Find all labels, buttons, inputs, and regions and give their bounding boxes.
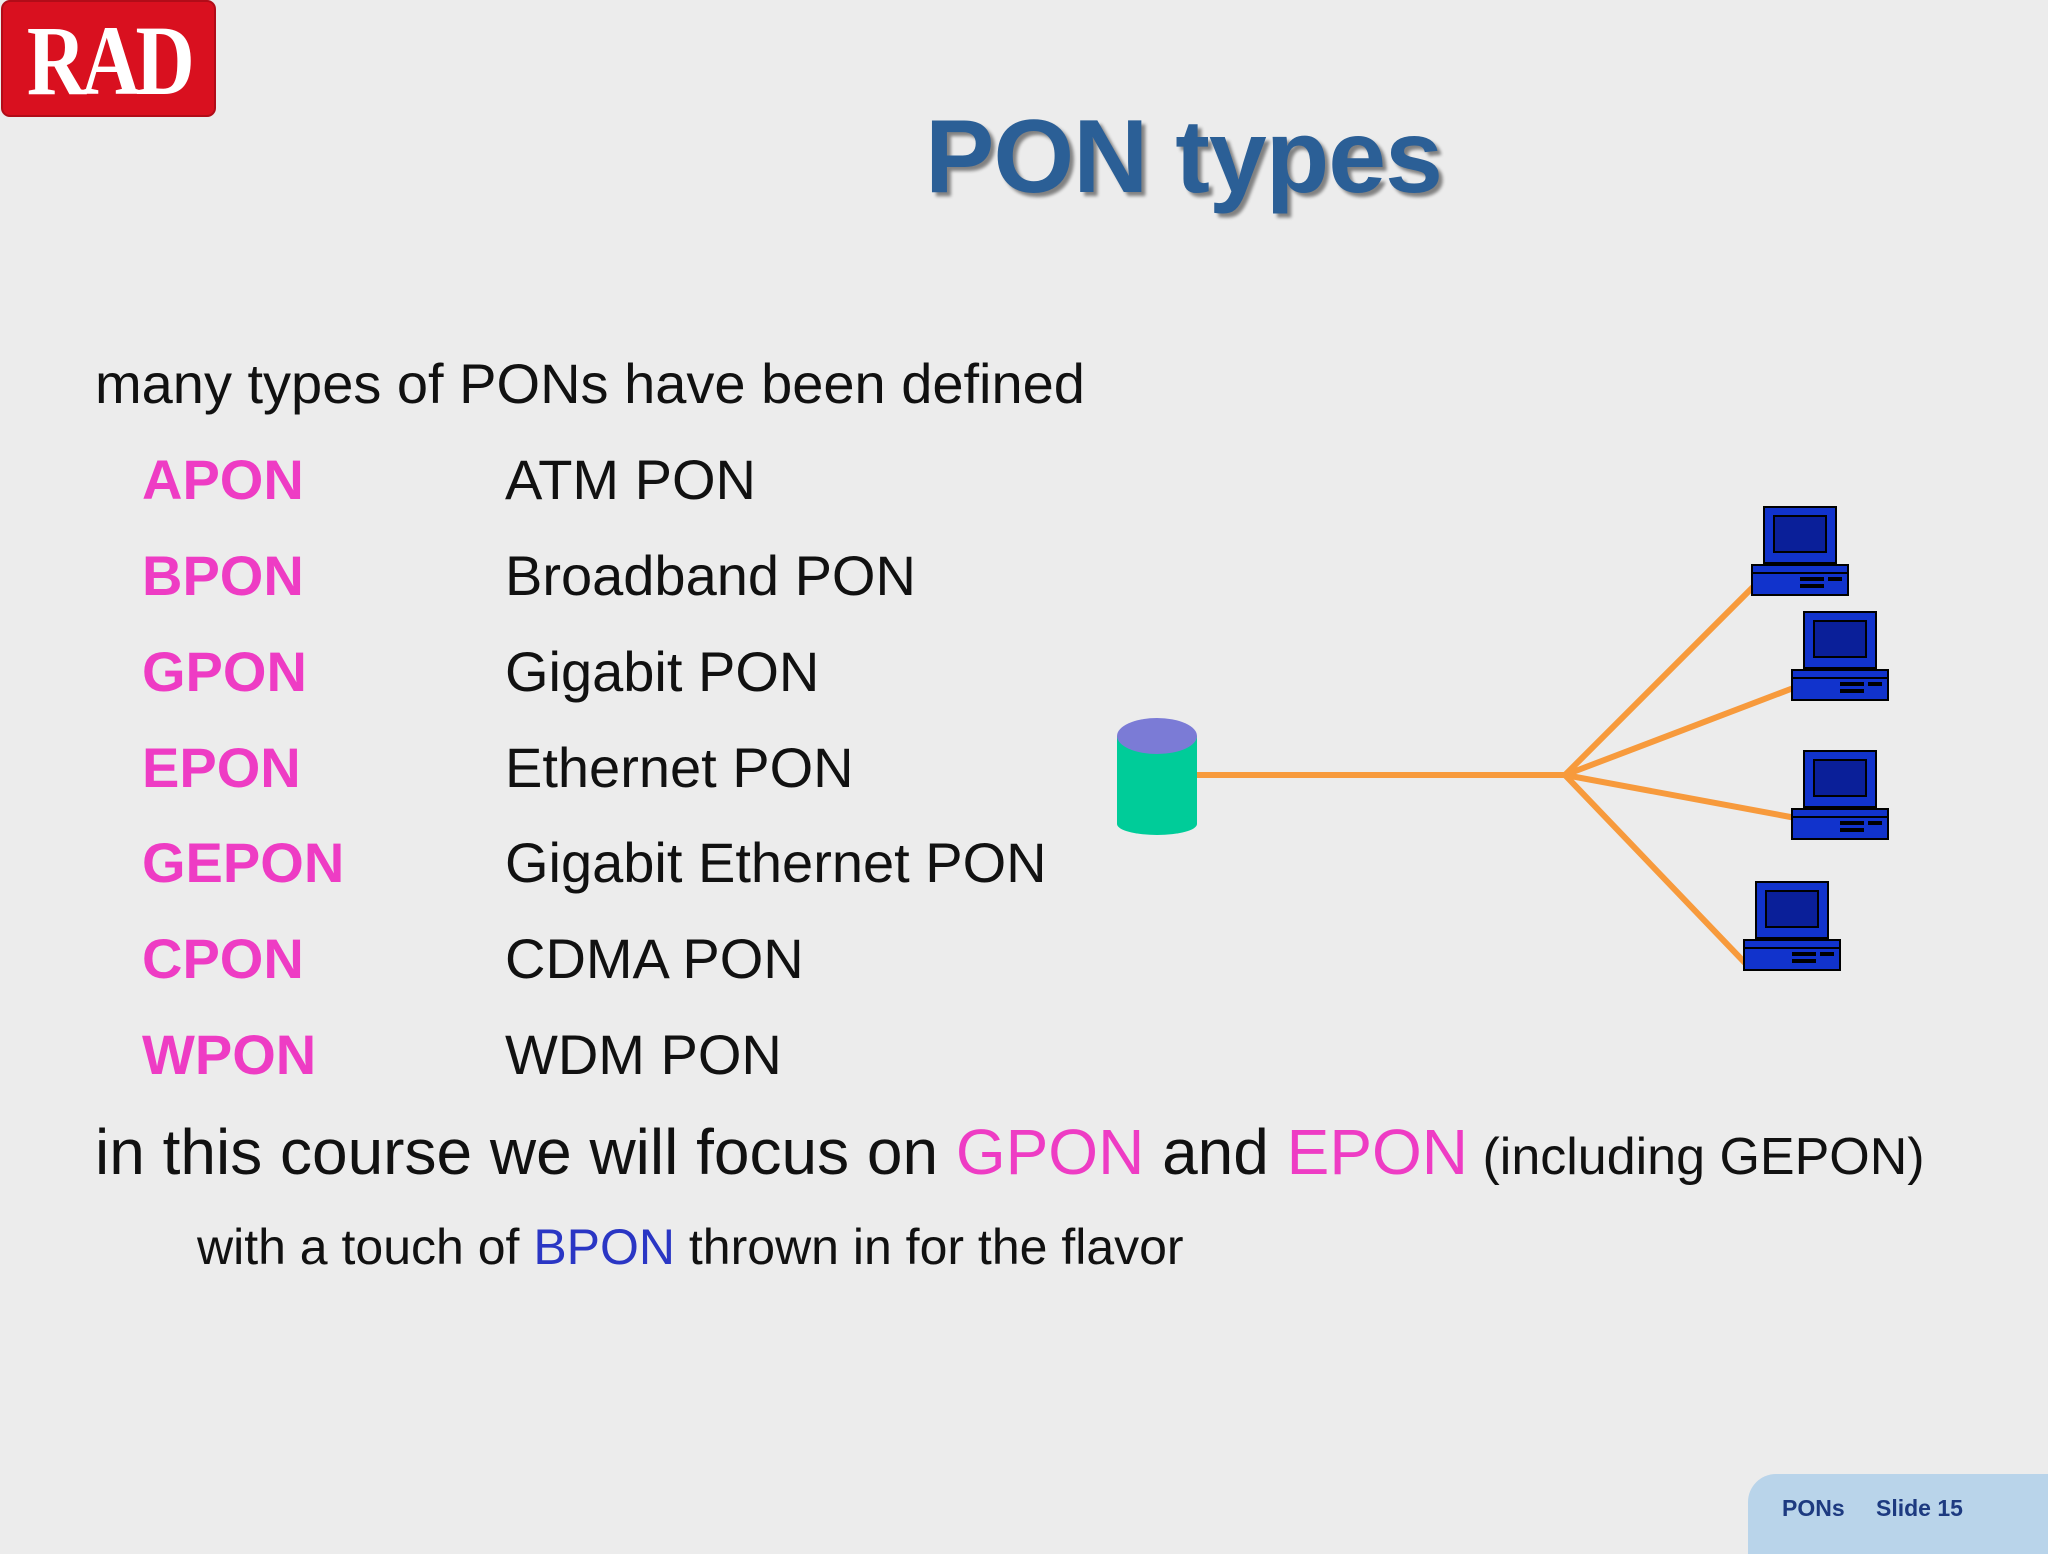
flavor-part2: thrown in for the flavor xyxy=(675,1219,1184,1275)
rad-logo-text: RAD xyxy=(27,4,195,116)
fiber-branch xyxy=(1562,582,1758,778)
pon-type-row: APON ATM PON xyxy=(0,447,1100,517)
footer-section: PONs xyxy=(1782,1495,1845,1521)
slide-title: PON types xyxy=(925,99,1443,215)
focus-gpon: GPON xyxy=(955,1116,1145,1188)
pon-type-abbr: GPON xyxy=(142,640,307,703)
pon-type-full: Broadband PON xyxy=(505,544,916,607)
pon-type-row: EPON Ethernet PON xyxy=(0,735,1100,805)
computer-icon xyxy=(1791,750,1889,840)
computer-icon xyxy=(1743,881,1841,971)
computer-icon xyxy=(1751,506,1849,596)
fiber-branch xyxy=(1564,772,1797,821)
rad-logo: RAD xyxy=(1,0,216,117)
pon-type-row: GEPON Gigabit Ethernet PON xyxy=(0,830,1100,900)
pon-type-full: Ethernet PON xyxy=(505,736,854,799)
pon-type-abbr: EPON xyxy=(142,736,301,799)
pon-type-row: CPON CDMA PON xyxy=(0,926,1100,996)
pon-type-abbr: APON xyxy=(142,448,304,511)
pon-type-full: CDMA PON xyxy=(505,927,804,990)
focus-and: and xyxy=(1144,1116,1287,1188)
computer-icon xyxy=(1791,611,1889,701)
fiber-branch xyxy=(1562,772,1750,968)
pon-type-full: Gigabit PON xyxy=(505,640,820,703)
focus-text: in this course we will focus on GPON and… xyxy=(95,1115,1925,1189)
pon-type-full: WDM PON xyxy=(505,1023,782,1086)
flavor-part1: with a touch of xyxy=(197,1219,534,1275)
fiber-branch xyxy=(1563,684,1798,778)
focus-part1: in this course we will focus on xyxy=(95,1116,956,1188)
pon-type-abbr: CPON xyxy=(142,927,304,990)
pon-type-abbr: WPON xyxy=(142,1023,317,1086)
intro-text: many types of PONs have been defined xyxy=(95,352,1085,415)
pon-type-row: GPON Gigabit PON xyxy=(0,639,1100,709)
pon-type-row: BPON Broadband PON xyxy=(0,543,1100,613)
flavor-bpon: BPON xyxy=(533,1219,676,1275)
footer-slide-number: Slide 15 xyxy=(1876,1495,1963,1521)
pon-type-full: ATM PON xyxy=(505,448,756,511)
pon-type-full: Gigabit Ethernet PON xyxy=(505,831,1047,894)
fiber-lines xyxy=(1195,582,1798,968)
pon-type-row: WPON WDM PON xyxy=(0,1022,1100,1092)
focus-note: (including GEPON) xyxy=(1468,1128,1925,1186)
pon-type-abbr: BPON xyxy=(142,544,304,607)
pon-type-abbr: GEPON xyxy=(142,831,345,894)
cylinder-icon xyxy=(1117,718,1197,835)
flavor-text: with a touch of BPON thrown in for the f… xyxy=(197,1218,1184,1276)
focus-epon: EPON xyxy=(1286,1116,1468,1188)
